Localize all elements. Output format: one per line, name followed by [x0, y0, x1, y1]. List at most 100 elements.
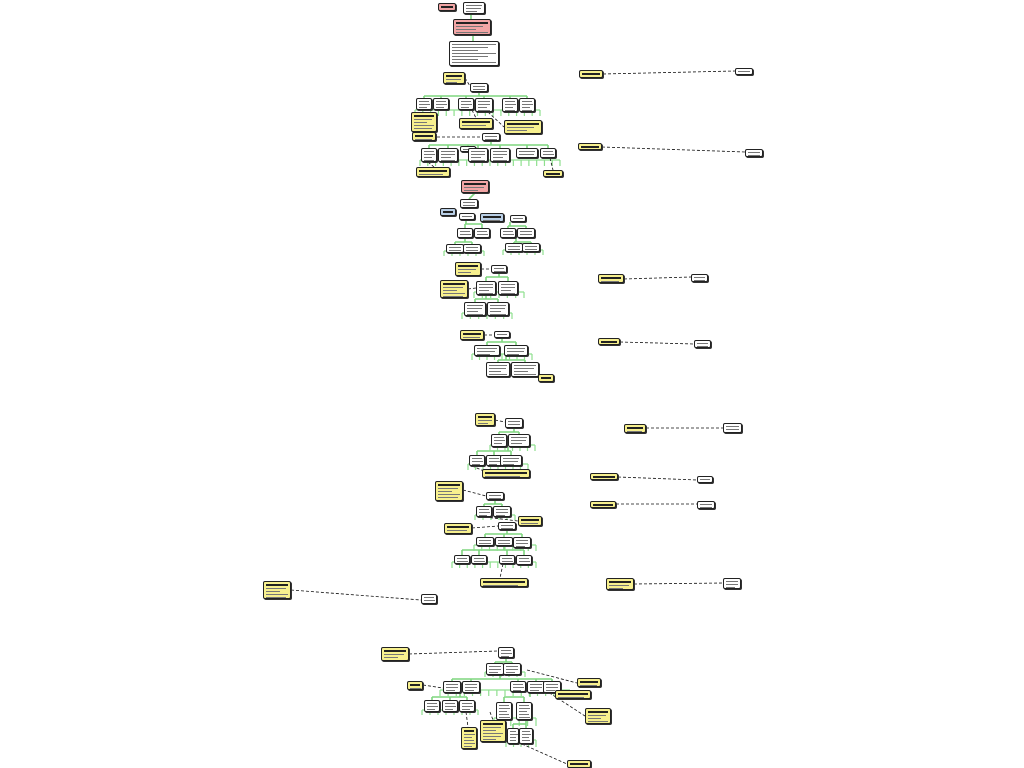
note-box[interactable]	[598, 338, 620, 345]
note-box[interactable]	[411, 112, 437, 132]
note-box[interactable]	[598, 274, 624, 283]
topic-box[interactable]	[697, 501, 715, 509]
note-box[interactable]	[504, 120, 542, 134]
topic-box[interactable]	[527, 681, 545, 693]
topic-box[interactable]	[691, 274, 708, 282]
note-box[interactable]	[440, 280, 468, 298]
topic-box[interactable]	[496, 702, 512, 720]
topic-box[interactable]	[723, 423, 742, 433]
topic-box[interactable]	[486, 492, 504, 500]
topic-box[interactable]	[503, 663, 521, 675]
note-box[interactable]	[412, 132, 436, 141]
note-box[interactable]	[455, 262, 481, 276]
topic-box[interactable]	[421, 148, 437, 162]
topic-box[interactable]	[697, 476, 713, 483]
topic-box[interactable]	[468, 148, 488, 162]
topic-box[interactable]	[745, 149, 763, 157]
topic-box[interactable]	[463, 2, 485, 14]
note-box[interactable]	[263, 581, 291, 599]
topic-box[interactable]	[516, 555, 532, 565]
topic-box[interactable]	[519, 728, 533, 744]
topic-box[interactable]	[507, 728, 519, 744]
note-box[interactable]	[578, 143, 602, 150]
note-box[interactable]	[585, 708, 611, 724]
topic-box[interactable]	[458, 98, 474, 110]
note-box[interactable]	[435, 481, 463, 501]
topic-box[interactable]	[471, 555, 487, 564]
topic-box[interactable]	[474, 345, 500, 356]
header-box[interactable]	[438, 3, 456, 11]
topic-box[interactable]	[433, 98, 449, 110]
topic-box[interactable]	[735, 68, 753, 75]
topic-box[interactable]	[457, 228, 473, 238]
topic-box[interactable]	[476, 506, 492, 517]
topic-box[interactable]	[517, 228, 535, 238]
topic-box[interactable]	[421, 594, 437, 604]
note-box[interactable]	[577, 678, 601, 687]
note-box[interactable]	[444, 523, 472, 534]
topic-box[interactable]	[424, 700, 440, 712]
topic-box[interactable]	[502, 98, 518, 112]
note-box[interactable]	[480, 720, 506, 742]
topic-box[interactable]	[486, 362, 510, 377]
topic-box[interactable]	[459, 700, 475, 712]
note-box[interactable]	[416, 167, 450, 177]
topic-box[interactable]	[416, 98, 432, 110]
topic-box[interactable]	[516, 702, 532, 720]
note-box[interactable]	[407, 681, 423, 690]
highlight-box[interactable]	[480, 213, 504, 222]
topic-box[interactable]	[491, 434, 507, 447]
topic-box[interactable]	[694, 340, 711, 348]
topic-box[interactable]	[443, 681, 461, 693]
topic-box[interactable]	[470, 83, 488, 92]
topic-box[interactable]	[516, 148, 538, 158]
note-box[interactable]	[590, 501, 616, 508]
topic-box[interactable]	[504, 345, 528, 356]
header-box[interactable]	[453, 19, 491, 35]
topic-box[interactable]	[498, 522, 516, 530]
topic-box[interactable]	[490, 148, 510, 162]
note-box[interactable]	[459, 118, 493, 129]
topic-box[interactable]	[474, 228, 490, 238]
topic-box[interactable]	[486, 663, 504, 675]
topic-box[interactable]	[476, 281, 496, 295]
topic-box[interactable]	[519, 98, 535, 112]
note-box[interactable]	[475, 413, 495, 426]
highlight-box[interactable]	[440, 208, 456, 216]
note-box[interactable]	[579, 70, 603, 78]
topic-box[interactable]	[495, 537, 513, 546]
note-box[interactable]	[538, 374, 554, 382]
topic-box[interactable]	[510, 215, 526, 222]
topic-box[interactable]	[482, 133, 500, 141]
topic-box[interactable]	[491, 265, 507, 273]
topic-box[interactable]	[498, 281, 518, 295]
topic-box[interactable]	[499, 555, 515, 564]
topic-box[interactable]	[487, 302, 509, 316]
topic-box[interactable]	[540, 148, 556, 158]
note-box[interactable]	[480, 578, 528, 587]
topic-box[interactable]	[494, 331, 510, 338]
note-box[interactable]	[543, 170, 563, 177]
topic-box[interactable]	[464, 302, 486, 316]
note-box[interactable]	[590, 473, 618, 480]
topic-box[interactable]	[723, 578, 741, 589]
note-box[interactable]	[461, 727, 477, 749]
note-box[interactable]	[443, 72, 465, 84]
topic-box[interactable]	[442, 700, 458, 712]
topic-box[interactable]	[449, 41, 499, 66]
topic-box[interactable]	[475, 98, 493, 112]
note-box[interactable]	[606, 578, 634, 590]
topic-box[interactable]	[513, 537, 531, 548]
topic-box[interactable]	[493, 506, 511, 517]
note-box[interactable]	[518, 516, 542, 526]
header-box[interactable]	[461, 180, 489, 193]
topic-box[interactable]	[469, 455, 485, 466]
topic-box[interactable]	[511, 362, 539, 377]
note-box[interactable]	[624, 424, 646, 433]
topic-box[interactable]	[438, 148, 458, 162]
topic-box[interactable]	[460, 199, 478, 208]
note-box[interactable]	[482, 469, 530, 478]
topic-box[interactable]	[459, 213, 475, 220]
note-box[interactable]	[555, 690, 591, 699]
topic-box[interactable]	[505, 243, 523, 252]
